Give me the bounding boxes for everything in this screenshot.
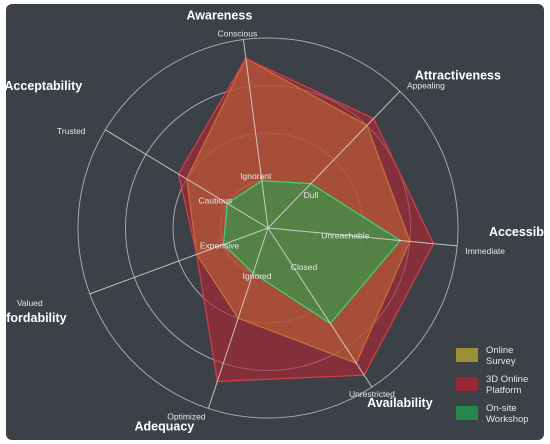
legend-swatch-1 [456,348,478,362]
axis-spoke-1 [242,39,269,229]
series-area-3 [222,180,402,325]
spoke-layer [89,39,458,409]
legend-label-1-line-2: Survey [486,356,516,367]
axis-low-label-attractiveness: Dull [304,190,319,200]
axis-low-label-adequacy: Ignored [243,271,272,281]
axis-title-affordability: Affordability [0,311,67,325]
axis-spoke-6 [89,227,269,295]
axis-high-label-acceptability: Trusted [57,126,86,136]
axis-low-label-affordability: Expensive [200,241,239,251]
axis-title-awareness: Awareness [187,9,253,23]
axis-spoke-4 [267,227,373,388]
axis-title-acceptability: Acceptability [4,79,82,93]
legend-label-2-line-1: 3D Online [486,374,528,385]
axis-low-label-availability: Closed [291,262,318,272]
axis-high-label-adequacy: Optimized [167,411,206,421]
axis-spoke-5 [207,227,269,409]
grid-ring-4 [77,37,459,419]
legend-swatch-3 [456,406,478,420]
axis-low-label-awareness: Ignorant [240,171,272,181]
axis-title-accessibility: Accessibility [489,225,550,239]
axis-high-label-attractiveness: Appealing [407,80,445,90]
legend-label-3-line-2: Workshop [486,414,529,425]
legend-swatch-2 [456,377,478,391]
axis-title-adequacy: Adequacy [135,419,195,433]
legend-label-3-line-1: On-site [486,403,517,414]
axis-spoke-7 [105,129,269,229]
legend-label-1-line-1: Online [486,345,513,356]
axis-spoke-2 [267,90,401,229]
axis-title-attractiveness: Attractiveness [415,68,501,82]
axis-low-label-acceptability: Cautious [199,195,233,205]
axis-low-label-accessibility: Unreachable [321,231,369,241]
legend-label-2-line-2: Platform [486,385,521,396]
axis-high-label-availability: Unrestricted [349,389,395,399]
axis-spoke-3 [267,227,458,247]
axis-high-label-awareness: Conscious [218,29,258,39]
series-layer [177,57,435,383]
axis-high-label-accessibility: Immediate [465,246,505,256]
axis-high-label-affordability: Valued [17,298,43,308]
axis-title-availability: Availability [367,396,433,410]
